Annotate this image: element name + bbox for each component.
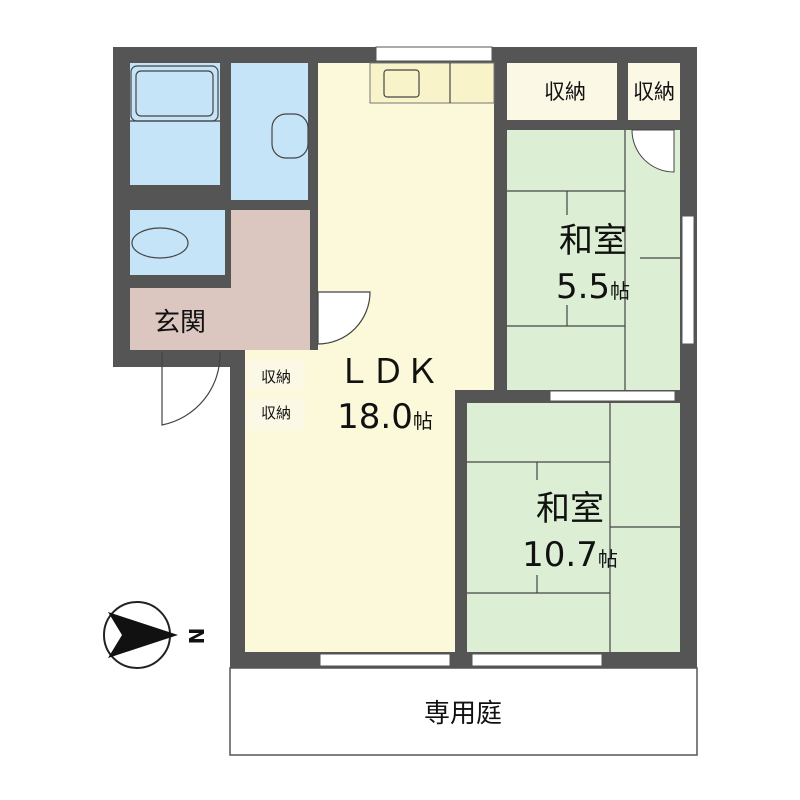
ldk-lower bbox=[245, 350, 455, 652]
bathroom bbox=[130, 63, 220, 185]
bathtub-inner bbox=[135, 70, 214, 117]
window-ldk-bottom bbox=[319, 653, 451, 667]
genkan-label: 玄関 bbox=[154, 308, 206, 338]
storage-top-left-label: 収納 bbox=[544, 80, 586, 104]
washitsu-large-label: 和室 bbox=[536, 489, 604, 529]
window-large-bottom bbox=[471, 653, 603, 667]
washitsu-small-label: 和室 bbox=[559, 221, 627, 261]
closet-door bbox=[631, 129, 675, 173]
entrance-door bbox=[161, 351, 221, 426]
storage-top-right-label: 収納 bbox=[633, 80, 675, 104]
north-arrow-icon bbox=[103, 601, 178, 669]
compass-label: N bbox=[184, 628, 208, 645]
ldk-size: 18.0帖 bbox=[337, 397, 433, 437]
garden bbox=[229, 667, 698, 756]
washbasin bbox=[271, 113, 309, 159]
washitsu-small-size: 5.5帖 bbox=[556, 267, 630, 307]
entry-hall bbox=[231, 210, 310, 350]
storage-hall-1 bbox=[247, 360, 305, 390]
toilet-icon bbox=[131, 227, 189, 259]
sliding-door bbox=[549, 390, 676, 402]
ldk-door bbox=[317, 291, 371, 345]
washitsu-small bbox=[507, 130, 680, 390]
window-ldk-top bbox=[375, 46, 493, 62]
storage-hall-1-label: 収納 bbox=[261, 368, 291, 386]
storage-top-left bbox=[507, 63, 617, 120]
tatami-lines-small bbox=[507, 130, 680, 390]
tatami-lines-large bbox=[467, 403, 680, 652]
storage-hall-2 bbox=[247, 398, 305, 430]
window-small-right bbox=[681, 215, 695, 345]
storage-top-right bbox=[628, 63, 680, 120]
ldk-label: ＬＤＫ bbox=[337, 352, 439, 392]
toilet-room bbox=[130, 210, 225, 275]
garden-label: 専用庭 bbox=[424, 699, 502, 729]
storage-hall-2-label: 収納 bbox=[261, 404, 291, 422]
ldk-upper bbox=[318, 63, 494, 390]
genkan bbox=[130, 288, 235, 350]
washitsu-large-size: 10.7帖 bbox=[522, 535, 618, 575]
washroom bbox=[231, 63, 308, 200]
sink-icon bbox=[383, 69, 420, 98]
